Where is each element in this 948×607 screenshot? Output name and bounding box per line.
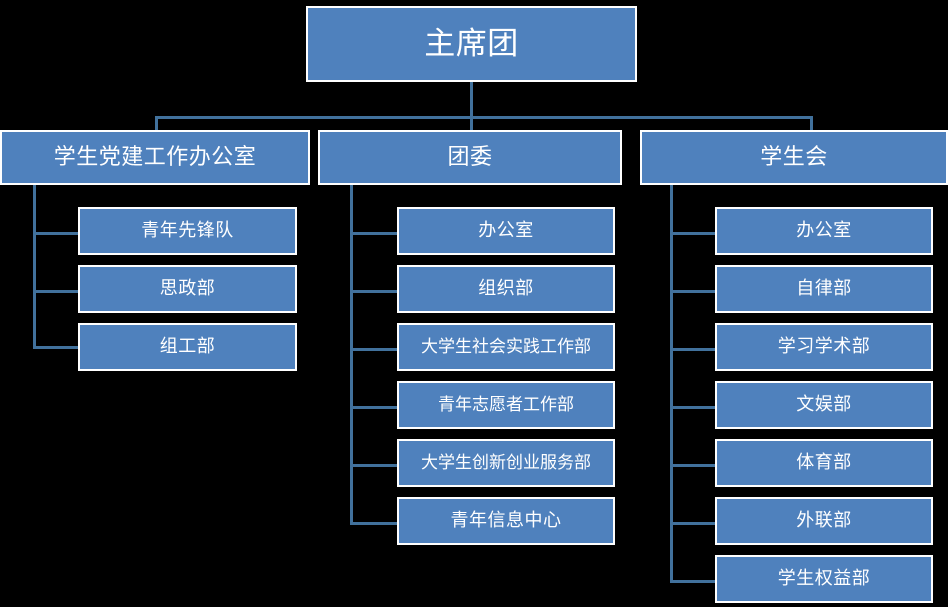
org-node-branch-2-child-1[interactable]: 自律部 [715, 265, 933, 313]
org-node-branch-2-child-5[interactable]: 外联部 [715, 497, 933, 545]
connector-branch-2-child-5 [670, 522, 718, 525]
connector-branch-2-drop [810, 116, 813, 130]
connector-branch-2-child-1 [670, 290, 718, 293]
org-node-branch-1-child-5[interactable]: 青年信息中心 [397, 497, 615, 545]
org-node-branch-1-child-2[interactable]: 大学生社会实践工作部 [397, 323, 615, 371]
org-node-branch-2-child-0[interactable]: 办公室 [715, 207, 933, 255]
connector-branch-2-child-0 [670, 232, 718, 235]
org-node-branch-0-child-0[interactable]: 青年先锋队 [78, 207, 297, 255]
connector-branch-1-child-0 [350, 232, 400, 235]
connector-branch-2-child-4 [670, 464, 718, 467]
connector-branch-2-child-2 [670, 348, 718, 351]
org-node-branch-1-child-4[interactable]: 大学生创新创业服务部 [397, 439, 615, 487]
connector-branch-1-trunk [350, 185, 353, 525]
org-node-branch-2-child-6[interactable]: 学生权益部 [715, 555, 933, 603]
connector-branch-2-child-6 [670, 580, 718, 583]
connector-branch-0-child-1 [33, 290, 81, 293]
connector-branch-1-child-1 [350, 290, 400, 293]
connector-branch-1-child-2 [350, 348, 400, 351]
connector-branch-1-child-4 [350, 464, 400, 467]
org-node-branch-2-child-4[interactable]: 体育部 [715, 439, 933, 487]
org-node-root[interactable]: 主席团 [306, 6, 637, 82]
connector-branch-0-trunk [33, 185, 36, 349]
connector-level2-bus [155, 116, 813, 119]
connector-branch-2-child-3 [670, 406, 718, 409]
connector-branch-1-drop [470, 116, 473, 130]
org-node-branch-2-child-3[interactable]: 文娱部 [715, 381, 933, 429]
org-node-branch-2-child-2[interactable]: 学习学术部 [715, 323, 933, 371]
org-node-branch-0[interactable]: 学生党建工作办公室 [0, 130, 310, 185]
org-node-branch-2[interactable]: 学生会 [640, 130, 948, 185]
connector-branch-0-child-0 [33, 232, 81, 235]
org-node-branch-1-child-1[interactable]: 组织部 [397, 265, 615, 313]
org-node-branch-0-child-2[interactable]: 组工部 [78, 323, 297, 371]
connector-root-stem [470, 82, 473, 118]
org-node-branch-1[interactable]: 团委 [318, 130, 622, 185]
connector-branch-1-child-5 [350, 522, 400, 525]
connector-branch-0-child-2 [33, 346, 81, 349]
org-node-branch-0-child-1[interactable]: 思政部 [78, 265, 297, 313]
org-node-branch-1-child-0[interactable]: 办公室 [397, 207, 615, 255]
connector-branch-2-trunk [670, 185, 673, 583]
connector-branch-0-drop [155, 116, 158, 130]
connector-branch-1-child-3 [350, 406, 400, 409]
org-node-branch-1-child-3[interactable]: 青年志愿者工作部 [397, 381, 615, 429]
